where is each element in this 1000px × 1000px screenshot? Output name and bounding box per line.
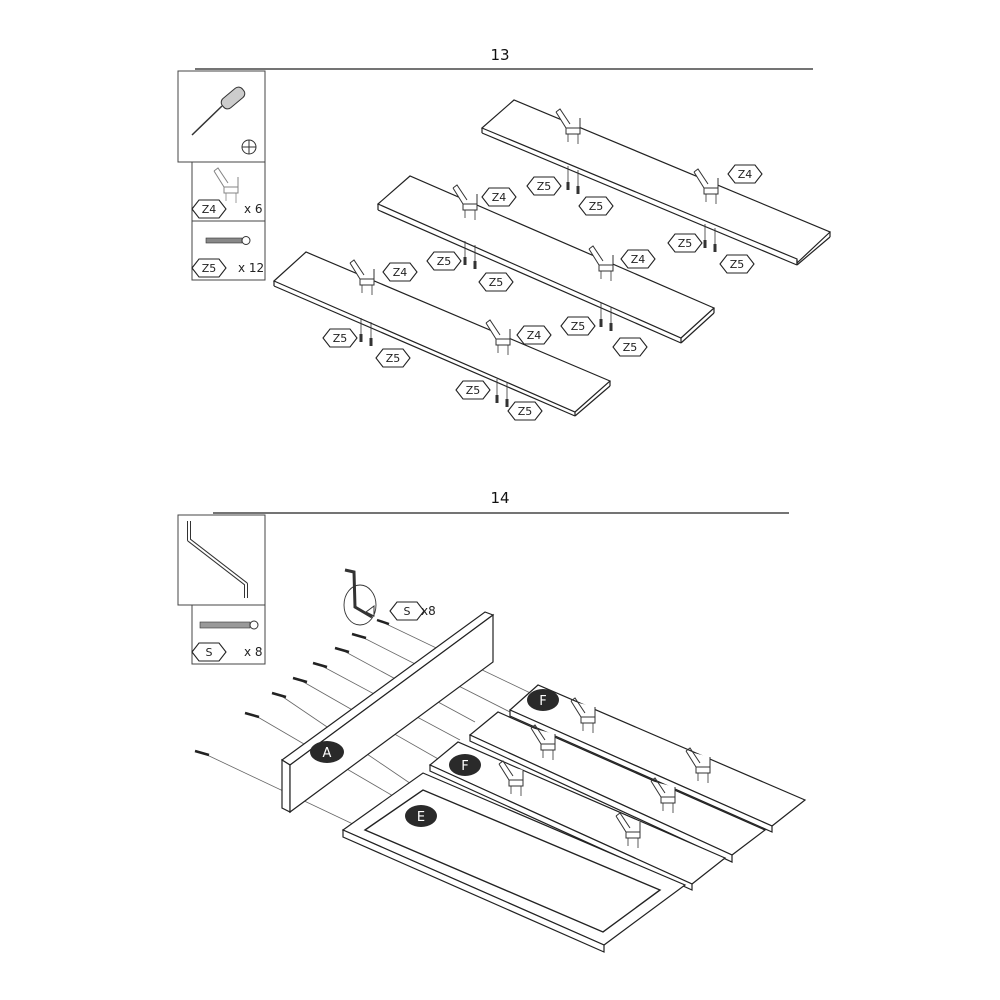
shelf-board xyxy=(376,175,716,344)
callout-z5: Z5 xyxy=(455,380,491,400)
screw xyxy=(495,378,509,408)
svg-text:Z5: Z5 xyxy=(333,332,348,345)
callout-z5: Z5 xyxy=(526,176,562,196)
svg-text:S: S xyxy=(206,646,213,659)
callout-z4: Z4 xyxy=(382,262,418,282)
panel-label: F xyxy=(539,694,546,709)
svg-text:Z5: Z5 xyxy=(518,405,533,418)
step-14: 14 S x 8 S x8 xyxy=(177,489,807,953)
svg-text:Z4: Z4 xyxy=(393,266,408,279)
panel-label: E xyxy=(417,810,425,825)
svg-text:Z4: Z4 xyxy=(492,191,507,204)
callout-z5: Z5 xyxy=(578,196,614,216)
part-quantity: x 12 xyxy=(238,261,264,275)
svg-text:S: S xyxy=(404,605,411,618)
callout-z5: Z5 xyxy=(322,328,358,348)
svg-text:Z5: Z5 xyxy=(730,258,745,271)
step-13: 13 Z4 x 6 Z5 x 12 xyxy=(177,46,832,421)
tool-box xyxy=(177,70,266,163)
bolt-icon xyxy=(199,620,259,630)
part-code-badge: Z5 xyxy=(191,258,227,278)
callout-z5: Z5 xyxy=(560,316,596,336)
screw-icon xyxy=(205,236,251,245)
panel-f: F xyxy=(428,741,727,891)
callout-z5: Z5 xyxy=(719,254,755,274)
part-quantity: x 6 xyxy=(244,202,263,216)
callout-z5: Z5 xyxy=(612,337,648,357)
allen-key-rotate-icon xyxy=(343,568,377,626)
svg-text:Z4: Z4 xyxy=(738,168,753,181)
panel-label: F xyxy=(461,759,468,774)
panel-label: A xyxy=(323,746,332,761)
screwdriver-icon xyxy=(191,86,246,136)
screw xyxy=(566,165,580,195)
svg-text:Z5: Z5 xyxy=(386,352,401,365)
part-code-badge: S xyxy=(191,642,227,662)
callout-z5: Z5 xyxy=(478,272,514,292)
svg-text:Z4: Z4 xyxy=(527,329,542,342)
svg-text:Z5: Z5 xyxy=(466,384,481,397)
panel-middle xyxy=(468,711,767,863)
svg-text:Z5: Z5 xyxy=(623,341,638,354)
svg-text:Z5: Z5 xyxy=(489,276,504,289)
shelf-board xyxy=(480,99,832,266)
panel-f: F xyxy=(508,684,807,833)
callout-s: S xyxy=(389,601,425,621)
callout-z4: Z4 xyxy=(727,164,763,184)
step-number: 14 xyxy=(490,489,509,507)
part-quantity: x 8 xyxy=(244,645,263,659)
callout-z4: Z4 xyxy=(620,249,656,269)
callout-z5: Z5 xyxy=(426,251,462,271)
svg-text:Z5: Z5 xyxy=(678,237,693,250)
svg-text:Z5: Z5 xyxy=(537,180,552,193)
callout-z5: Z5 xyxy=(667,233,703,253)
callout-quantity: x8 xyxy=(421,604,436,618)
svg-text:Z5: Z5 xyxy=(589,200,604,213)
panel-e: E xyxy=(341,772,687,953)
svg-text:Z5: Z5 xyxy=(202,262,217,275)
step-number: 13 xyxy=(490,46,509,64)
part-code-badge: Z4 xyxy=(191,199,227,219)
callout-z5: Z5 xyxy=(507,401,543,421)
svg-text:Z4: Z4 xyxy=(202,203,217,216)
callout-z4: Z4 xyxy=(481,187,517,207)
callout-z5: Z5 xyxy=(375,348,411,368)
tool-box xyxy=(177,514,266,606)
bolts xyxy=(194,618,546,826)
svg-text:Z4: Z4 xyxy=(631,253,646,266)
shelf-board xyxy=(272,251,612,417)
svg-text:Z5: Z5 xyxy=(437,255,452,268)
callout-z4: Z4 xyxy=(516,325,552,345)
panel-a: A xyxy=(280,611,495,814)
phillips-head-icon xyxy=(241,139,257,155)
svg-text:Z5: Z5 xyxy=(571,320,586,333)
